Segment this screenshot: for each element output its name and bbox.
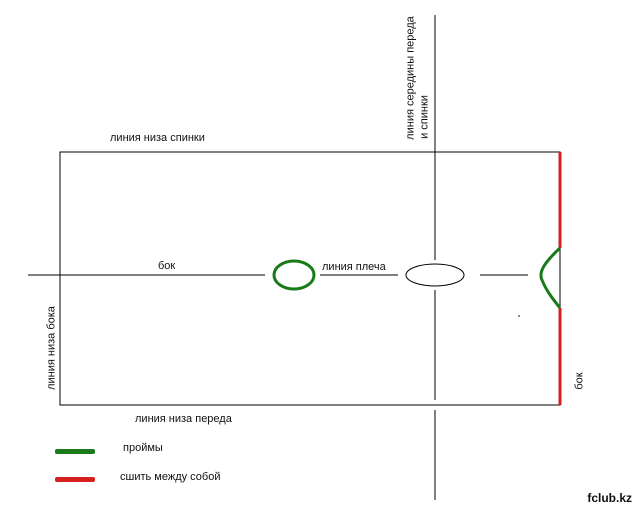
neck-ellipse	[405, 263, 465, 287]
center-line-label-1: линия середины переда	[404, 16, 417, 140]
stray-dot	[518, 315, 520, 317]
pattern-rectangle	[59, 151, 561, 406]
legend-label-armhole: проймы	[123, 442, 163, 454]
side-right-label: бок	[573, 372, 586, 390]
shoulder-label: линия плеча	[322, 261, 386, 273]
side-hem-label: линия низа бока	[45, 306, 58, 390]
legend-label-seam: сшить между собой	[120, 471, 221, 483]
armhole-curve-right	[539, 246, 562, 309]
front-hem-label: линия низа переда	[135, 413, 232, 425]
legend-swatch-seam	[55, 477, 95, 482]
legend-swatch-armhole	[55, 449, 95, 454]
watermark: fclub.kz	[587, 491, 632, 505]
back-hem-label: линия низа спинки	[110, 132, 205, 144]
side-label: бок	[158, 260, 176, 272]
armhole-ellipse	[272, 259, 316, 291]
center-line-label-2: и спинки	[418, 95, 431, 139]
